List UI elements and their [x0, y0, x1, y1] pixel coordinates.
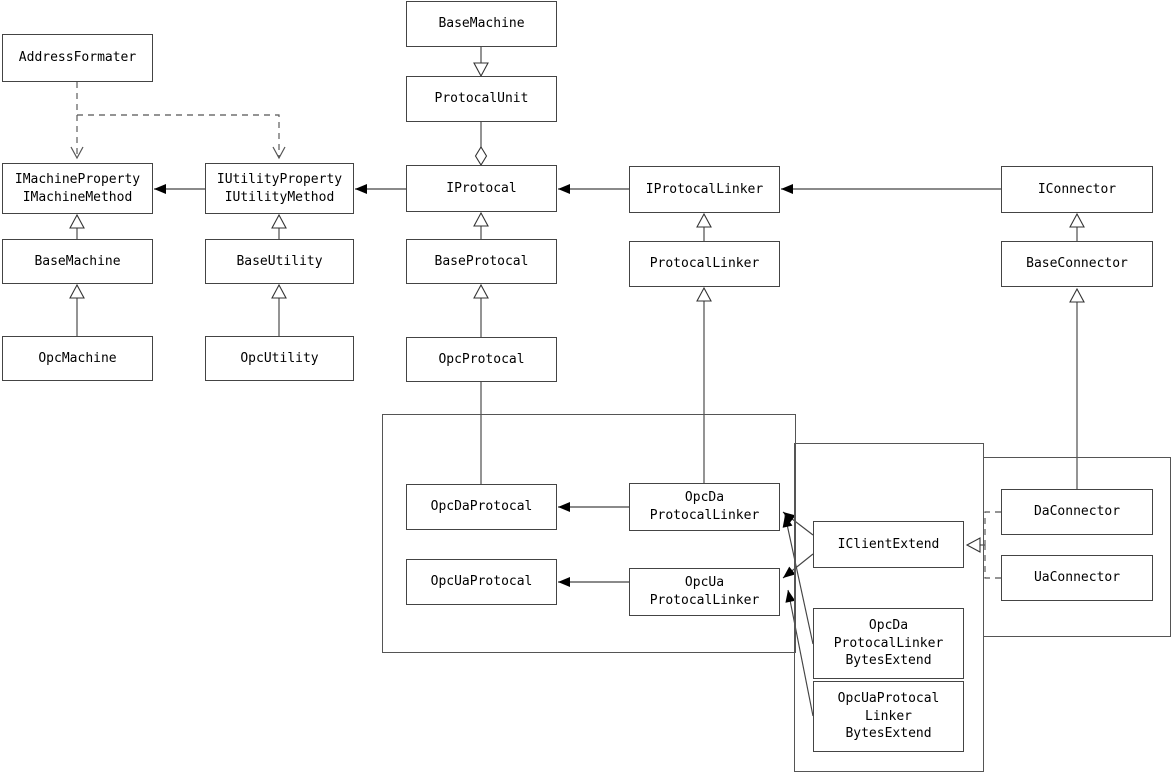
- edge-addressformater-to-iutility: [77, 114, 286, 160]
- class-address-formater[interactable]: AddressFormater: [2, 34, 153, 82]
- class-da-connector[interactable]: DaConnector: [1001, 489, 1153, 535]
- class-label: IConnector: [1037, 181, 1117, 197]
- class-iclient-extend[interactable]: IClientExtend: [813, 521, 964, 568]
- class-label: IProtocalLinker: [645, 181, 764, 197]
- class-label: AddressFormater: [18, 50, 137, 66]
- class-base-utility[interactable]: BaseUtility: [205, 239, 354, 284]
- class-label: IMachineProperty IMachineMethod: [14, 171, 141, 205]
- class-opc-ua-protocal[interactable]: OpcUaProtocal: [406, 559, 557, 605]
- class-label: OpcDa ProtocalLinker BytesExtend: [833, 618, 944, 669]
- class-iprotocal[interactable]: IProtocal: [406, 165, 557, 212]
- class-label: OpcDaProtocal: [430, 499, 533, 515]
- class-label: OpcUtility: [240, 350, 319, 366]
- class-label: BaseConnector: [1026, 256, 1128, 272]
- class-opc-protocal[interactable]: OpcProtocal: [406, 337, 557, 382]
- class-ua-connector[interactable]: UaConnector: [1001, 555, 1153, 601]
- class-iprotocal-linker[interactable]: IProtocalLinker: [629, 166, 780, 213]
- class-opc-ua-protocal-linker[interactable]: OpcUa ProtocalLinker: [629, 568, 780, 616]
- class-label: OpcMachine: [38, 350, 117, 366]
- class-protocal-unit[interactable]: ProtocalUnit: [406, 76, 557, 122]
- class-iconnector[interactable]: IConnector: [1001, 166, 1153, 213]
- class-label: BaseProtocal: [434, 253, 529, 269]
- class-opc-ua-protocal-linker-bytes-extend[interactable]: OpcUaProtocal Linker BytesExtend: [813, 681, 964, 752]
- class-protocal-linker[interactable]: ProtocalLinker: [629, 241, 780, 287]
- class-label: OpcUaProtocal: [430, 574, 533, 590]
- class-label: BaseUtility: [236, 253, 323, 269]
- class-label: UaConnector: [1033, 570, 1121, 586]
- class-imachine-property-method[interactable]: IMachineProperty IMachineMethod: [2, 163, 153, 214]
- class-base-connector[interactable]: BaseConnector: [1001, 241, 1153, 287]
- class-label: BaseMachine: [438, 16, 525, 32]
- class-base-machine[interactable]: BaseMachine: [2, 239, 153, 284]
- class-base-protocal[interactable]: BaseProtocal: [406, 239, 557, 284]
- class-opc-da-protocal-linker[interactable]: OpcDa ProtocalLinker: [629, 483, 780, 531]
- class-label: IUtilityProperty IUtilityMethod: [216, 171, 343, 205]
- class-base-machine-top[interactable]: BaseMachine: [406, 1, 557, 47]
- class-label: ProtocalUnit: [434, 91, 529, 107]
- class-label: DaConnector: [1033, 504, 1121, 520]
- group-protocal-implementations: [382, 414, 796, 653]
- class-label: OpcProtocal: [438, 351, 525, 367]
- class-opc-utility[interactable]: OpcUtility: [205, 336, 354, 381]
- class-opc-da-protocal-linker-bytes-extend[interactable]: OpcDa ProtocalLinker BytesExtend: [813, 608, 964, 679]
- class-label: OpcUa ProtocalLinker: [649, 575, 760, 608]
- class-label: OpcDa ProtocalLinker: [649, 490, 760, 523]
- class-iutility-property-method[interactable]: IUtilityProperty IUtilityMethod: [205, 163, 354, 214]
- class-opc-machine[interactable]: OpcMachine: [2, 336, 153, 381]
- class-label: IProtocal: [446, 180, 517, 196]
- class-label: ProtocalLinker: [649, 256, 760, 272]
- group-connectors: [983, 457, 1171, 637]
- class-opc-da-protocal[interactable]: OpcDaProtocal: [406, 484, 557, 530]
- class-label: BaseMachine: [34, 253, 121, 269]
- class-label: IClientExtend: [837, 536, 940, 552]
- class-label: OpcUaProtocal Linker BytesExtend: [837, 691, 940, 742]
